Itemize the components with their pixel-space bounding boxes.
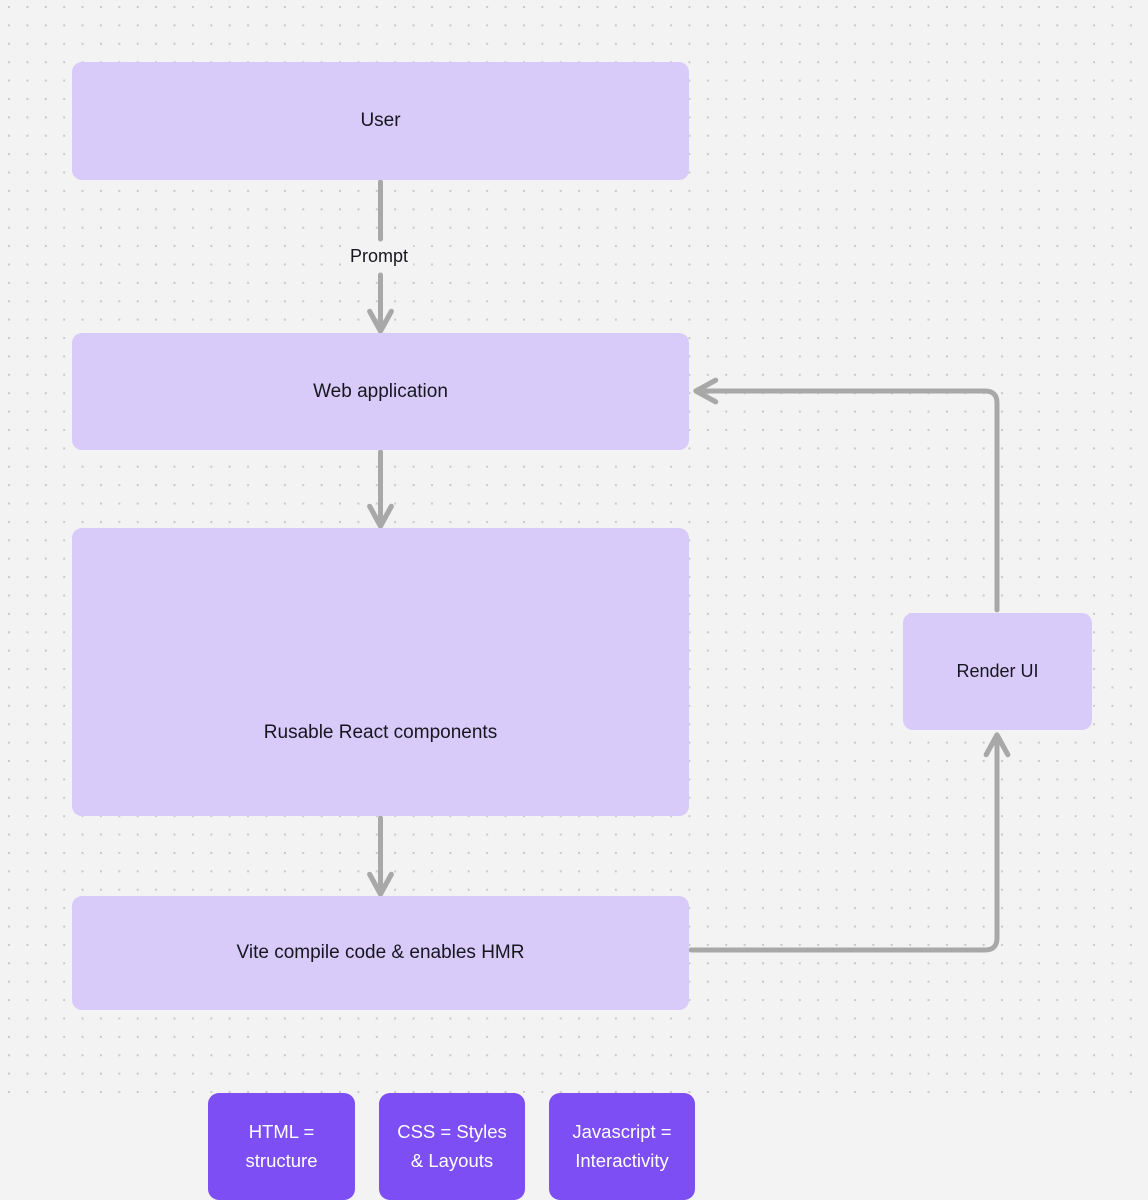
edge-label-prompt: Prompt [345,245,414,268]
node-html[interactable]: HTML = structure [208,1093,355,1200]
node-user[interactable]: User [72,62,689,180]
edge-render-to-webapp [693,377,1000,613]
node-user-label: User [360,110,401,132]
node-web-application-label: Web application [313,380,448,402]
node-html-label: HTML = structure [245,1120,318,1171]
node-web-application[interactable]: Web application [72,333,689,450]
node-vite-label: Vite compile code & enables HMR [236,942,525,964]
node-render-ui[interactable]: Render UI [903,613,1092,730]
node-css[interactable]: CSS = Styles & Layouts [379,1093,525,1200]
edge-vite-to-render [688,732,1011,953]
node-css-label: CSS = Styles & Layouts [397,1120,507,1171]
node-reusable-react-components[interactable]: HTML = structure CSS = Styles & Layouts … [72,528,695,1200]
node-javascript[interactable]: Javascript = Interactivity [549,1093,695,1200]
node-reusable-react-components-label: Rusable React components [263,722,498,743]
node-vite[interactable]: Vite compile code & enables HMR [72,896,689,1010]
node-render-ui-label: Render UI [956,661,1039,682]
node-javascript-label: Javascript = Interactivity [572,1120,672,1171]
